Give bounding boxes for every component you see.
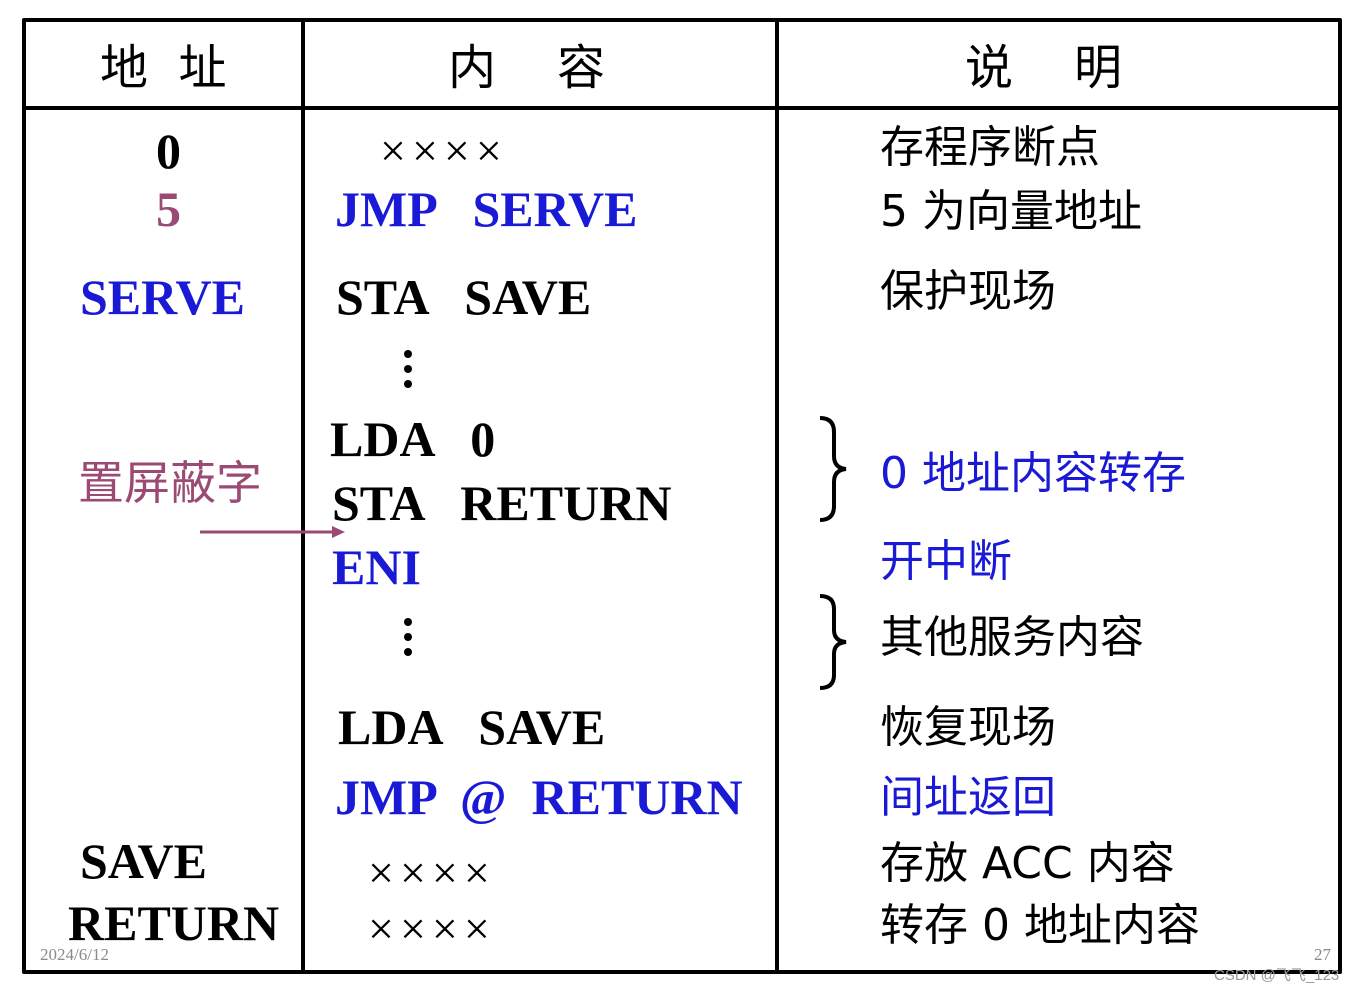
column-divider-1 (301, 18, 305, 974)
desc-acc-content: 存放 ACC 内容 (880, 838, 1175, 889)
header-address: 地 址 (100, 40, 227, 96)
header-content: 内 容 (448, 40, 606, 96)
desc-enable-interrupt: 开中断 (880, 536, 1012, 587)
desc-protect-context: 保护现场 (880, 266, 1056, 317)
desc-indirect-return: 间址返回 (880, 772, 1056, 823)
header-description: 说 明 (965, 40, 1123, 96)
content-placeholder-3: ×××× (368, 903, 496, 954)
content-eni: ENI (332, 539, 421, 595)
address-5: 5 (156, 181, 181, 237)
brace-2 (819, 594, 847, 690)
desc-other-services: 其他服务内容 (880, 612, 1144, 663)
brace-1 (819, 416, 847, 522)
desc-vector-address: 5 为向量地址 (880, 186, 1142, 237)
content-placeholder-1: ×××× (380, 125, 508, 176)
ellipsis-2 (404, 618, 414, 663)
column-divider-2 (775, 18, 779, 974)
content-lda-0: LDA 0 (330, 411, 496, 467)
footer-page: 27 (1314, 945, 1331, 964)
address-return: RETURN (68, 895, 280, 951)
desc-save-breakpoint: 存程序断点 (880, 122, 1100, 173)
header-divider (22, 106, 1342, 110)
address-save: SAVE (80, 833, 207, 889)
address-serve: SERVE (80, 269, 245, 325)
desc-restore-context: 恢复现场 (880, 702, 1056, 753)
mask-arrow (200, 526, 345, 538)
ellipsis-1 (404, 350, 414, 395)
content-sta-return: STA RETURN (332, 475, 672, 531)
address-0: 0 (156, 123, 181, 179)
content-jmp-return: JMP @ RETURN (335, 769, 743, 825)
content-jmp-serve: JMP SERVE (335, 181, 638, 237)
desc-transfer-0: 0 地址内容转存 (880, 448, 1186, 499)
footer-date: 2024/6/12 (40, 945, 109, 964)
desc-0-content: 转存 0 地址内容 (880, 900, 1200, 951)
watermark: CSDN @飞飞_123 (1214, 967, 1340, 984)
content-lda-save: LDA SAVE (338, 699, 606, 755)
mask-annotation: 置屏蔽字 (78, 456, 262, 510)
table-frame (22, 18, 1342, 974)
content-sta-save: STA SAVE (336, 269, 592, 325)
content-placeholder-2: ×××× (368, 847, 496, 898)
